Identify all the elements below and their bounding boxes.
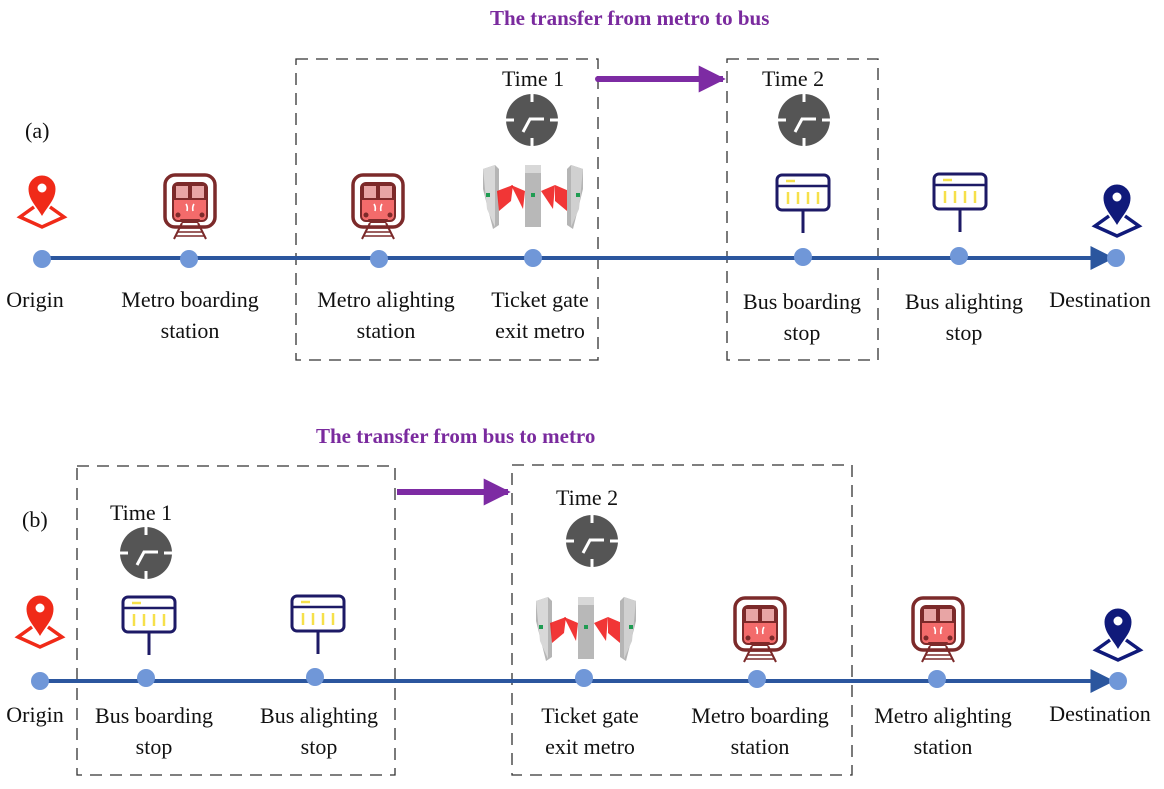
node-label: station (731, 734, 790, 759)
transfer-box-time-2 (511, 464, 853, 776)
ticket-gate-icon (536, 597, 636, 661)
time-2-label: Time 2 (762, 66, 824, 91)
transfer-title: The transfer from metro to bus (490, 6, 769, 30)
timeline-node (137, 669, 155, 687)
bus-stop-icon (121, 595, 177, 657)
node-label: stop (946, 320, 983, 345)
origin-pin-icon (18, 174, 66, 229)
node-label: station (914, 734, 973, 759)
node-label: Bus boarding (95, 703, 213, 728)
metro-train-icon (911, 596, 965, 664)
clock-icon (776, 92, 832, 148)
timeline-node (306, 668, 324, 686)
node-label: stop (301, 734, 338, 759)
node-label: Metro alighting (874, 703, 1011, 728)
timeline-node (31, 672, 49, 690)
origin-pin-icon (16, 594, 64, 649)
node-label: station (161, 318, 220, 343)
metro-train-icon (163, 173, 217, 241)
clock-icon (564, 513, 620, 569)
timeline-node (370, 250, 388, 268)
timeline-node (1109, 672, 1127, 690)
timeline-node (180, 250, 198, 268)
clock-icon (504, 92, 560, 148)
panel-b: The transfer from bus to metro (b) Time … (6, 424, 1151, 776)
node-label: Destination (1049, 701, 1150, 726)
node-label: Ticket gate (491, 287, 589, 312)
node-label: Metro boarding (121, 287, 258, 312)
timeline-node (575, 669, 593, 687)
node-label: exit metro (545, 734, 635, 759)
time-1-label: Time 1 (502, 66, 564, 91)
node-label: Destination (1049, 287, 1150, 312)
clock-icon (118, 525, 174, 581)
node-label: exit metro (495, 318, 585, 343)
panel-a: The transfer from metro to bus (a) Time … (6, 6, 1151, 361)
node-label: Origin (6, 702, 63, 727)
bus-stop-icon (775, 173, 831, 235)
node-label: Bus alighting (905, 289, 1023, 314)
time-1-label: Time 1 (110, 500, 172, 525)
ticket-gate-icon (483, 165, 583, 229)
panel-label: (b) (22, 507, 48, 532)
timeline-node (950, 247, 968, 265)
metro-train-icon (351, 173, 405, 241)
bus-stop-icon (290, 594, 346, 656)
time-2-label: Time 2 (556, 485, 618, 510)
node-label: Metro alighting (317, 287, 454, 312)
timeline-node (33, 250, 51, 268)
panel-label: (a) (25, 118, 49, 143)
destination-pin-icon (1094, 607, 1142, 662)
timeline-node (794, 248, 812, 266)
node-label: stop (136, 734, 173, 759)
transfer-arrow-tail (595, 76, 601, 82)
metro-train-icon (733, 596, 787, 664)
node-label: Bus alighting (260, 703, 378, 728)
node-label: Bus boarding (743, 289, 861, 314)
bus-stop-icon (932, 172, 988, 234)
timeline-node (928, 670, 946, 688)
timeline-node (748, 670, 766, 688)
timeline-node (1107, 249, 1125, 267)
node-label: Ticket gate (541, 703, 639, 728)
destination-pin-icon (1093, 183, 1141, 238)
transfer-box-time-1 (295, 58, 599, 361)
transfer-title: The transfer from bus to metro (316, 424, 595, 448)
node-label: Origin (6, 287, 63, 312)
node-label: stop (784, 320, 821, 345)
node-label: Metro boarding (691, 703, 828, 728)
transfer-box-time-1 (76, 465, 396, 776)
timeline-node (524, 249, 542, 267)
transfer-box-time-2 (726, 58, 879, 361)
node-label: station (357, 318, 416, 343)
